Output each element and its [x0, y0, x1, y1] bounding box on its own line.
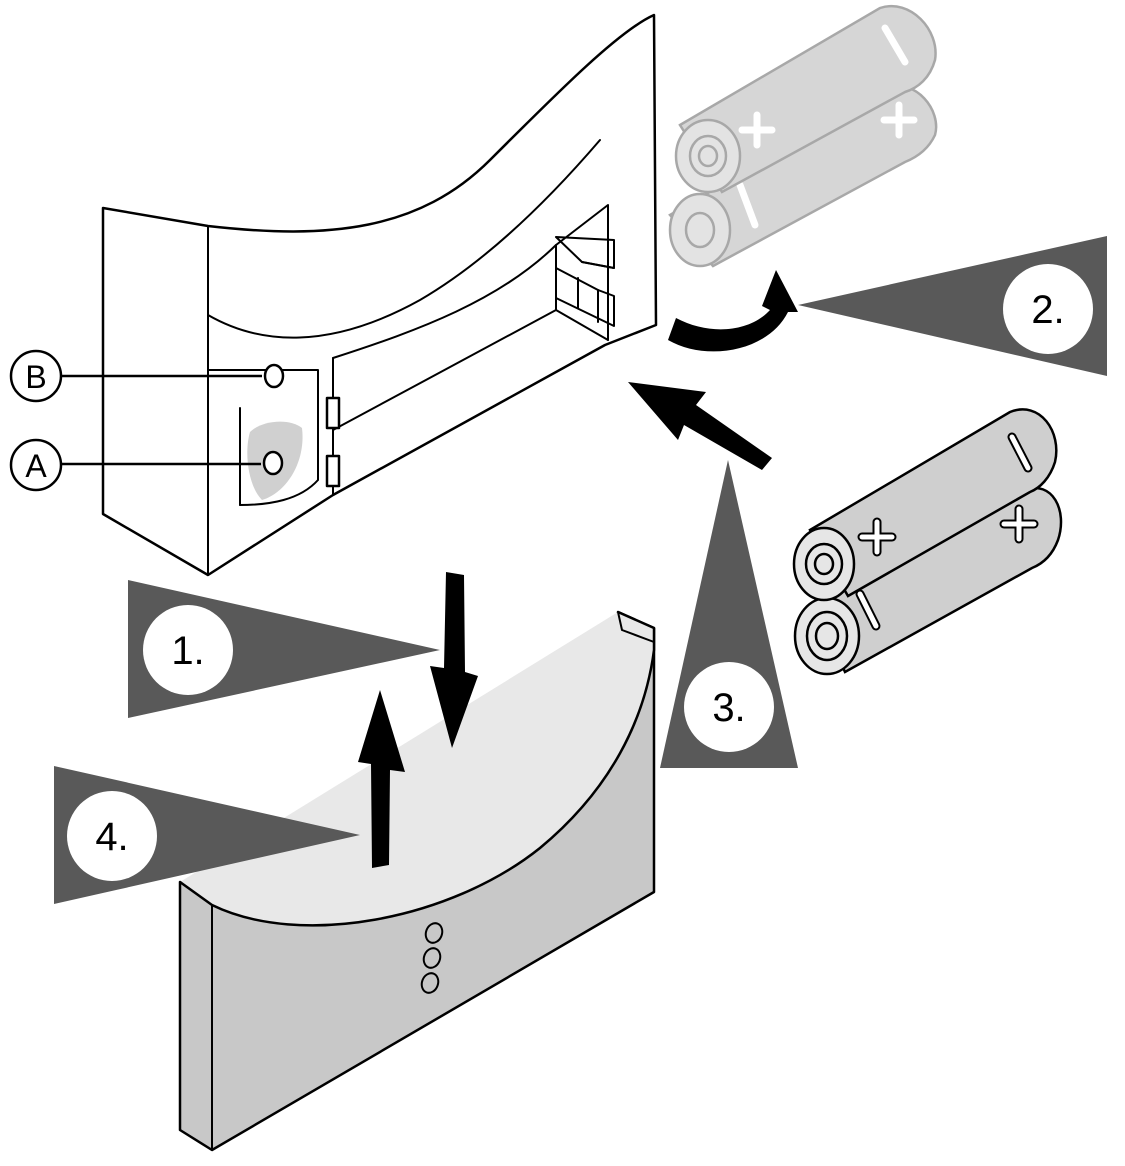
- button-b[interactable]: [263, 363, 285, 389]
- new-battery-minus-sign-1: [1007, 432, 1033, 473]
- step-4-marker: 4.: [54, 766, 360, 904]
- callout-b: B: [9, 349, 262, 403]
- old-battery-plus-sign-1: [738, 111, 776, 149]
- step-3-label: 3.: [712, 686, 745, 730]
- step-2-marker: 2.: [798, 236, 1107, 376]
- old-batteries: [668, 5, 938, 268]
- callout-a-label: A: [25, 448, 47, 484]
- step-1-label: 1.: [171, 629, 204, 673]
- step-3-marker: 3.: [660, 460, 798, 768]
- latch-tab-lower: [325, 454, 341, 488]
- arrow-up-icon: [358, 690, 405, 868]
- arrow-down-icon: [430, 572, 478, 748]
- front-cover: [178, 610, 656, 1152]
- button-a[interactable]: [262, 450, 284, 476]
- latch-tab-upper: [325, 396, 341, 430]
- new-battery-minus-sign-2: [855, 589, 881, 631]
- old-battery-plus-sign-2: [880, 101, 918, 139]
- curved-arrow-remove-icon: [668, 270, 798, 352]
- step-4-label: 4.: [95, 815, 128, 859]
- callout-b-label: B: [25, 359, 46, 395]
- new-battery-front: [792, 408, 1058, 602]
- indicator-led-3: [420, 972, 440, 994]
- old-battery-front: [674, 5, 937, 194]
- callout-a: A: [9, 438, 261, 492]
- step-1-marker: 1.: [128, 580, 440, 718]
- device-housing: [101, 13, 658, 577]
- new-battery-plus-sign-2: [999, 504, 1039, 544]
- arrow-insert-icon: [628, 382, 772, 470]
- new-batteries: [792, 408, 1063, 676]
- indicator-led-2: [422, 947, 442, 969]
- new-battery-plus-sign-1: [857, 517, 897, 557]
- indicator-led-1: [424, 922, 444, 944]
- step-2-label: 2.: [1031, 288, 1064, 332]
